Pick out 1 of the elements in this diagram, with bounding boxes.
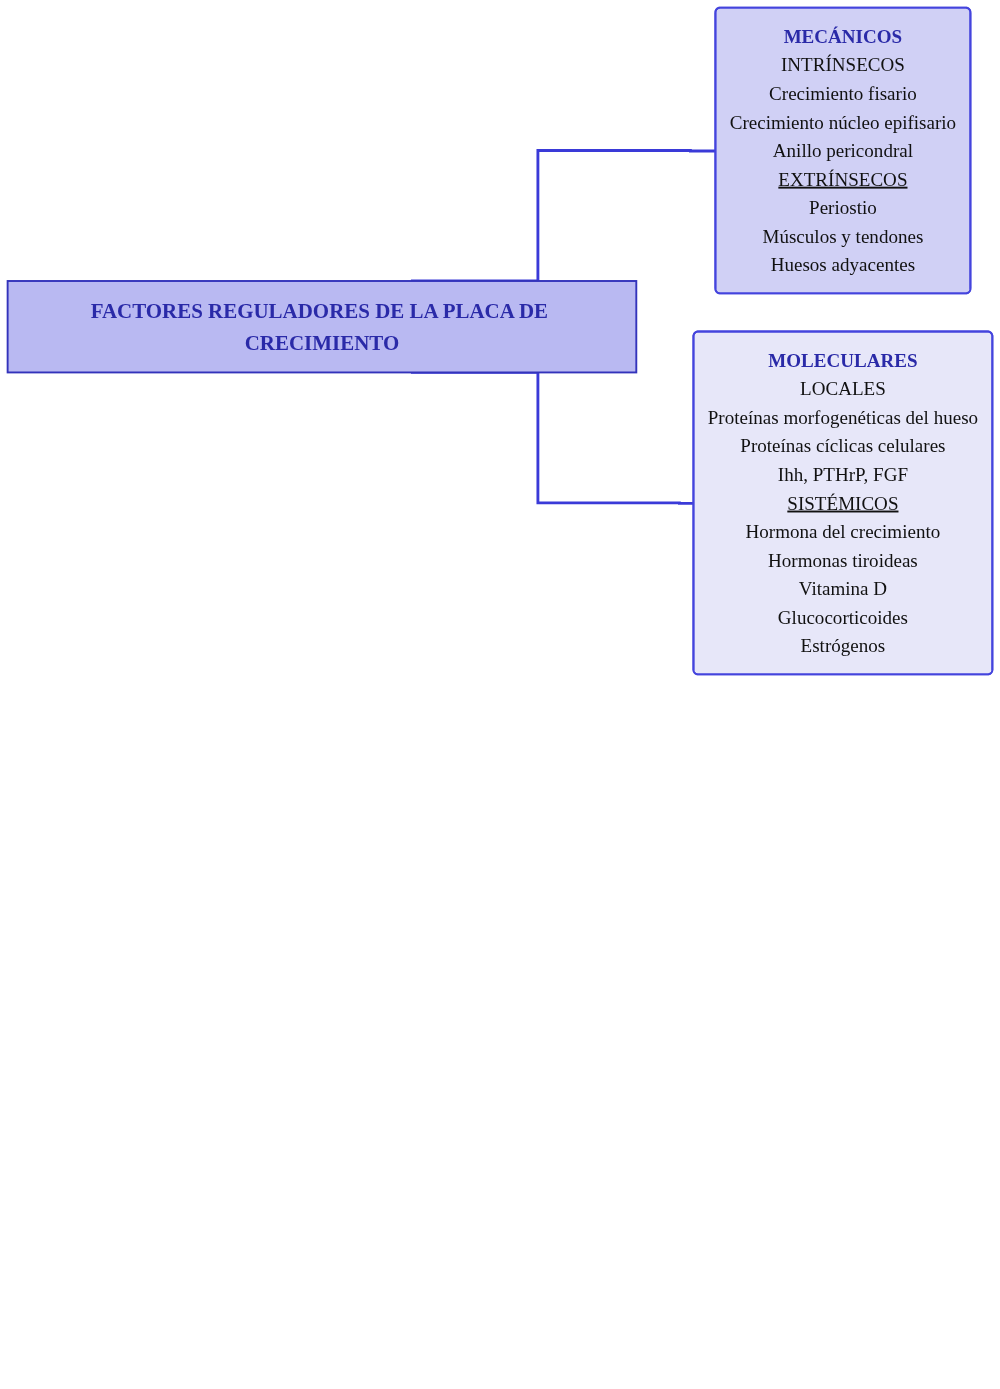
node-box: FACTORES REGULADORES DE LA PLACA DE CRECIMIENTO xyxy=(6,280,638,374)
